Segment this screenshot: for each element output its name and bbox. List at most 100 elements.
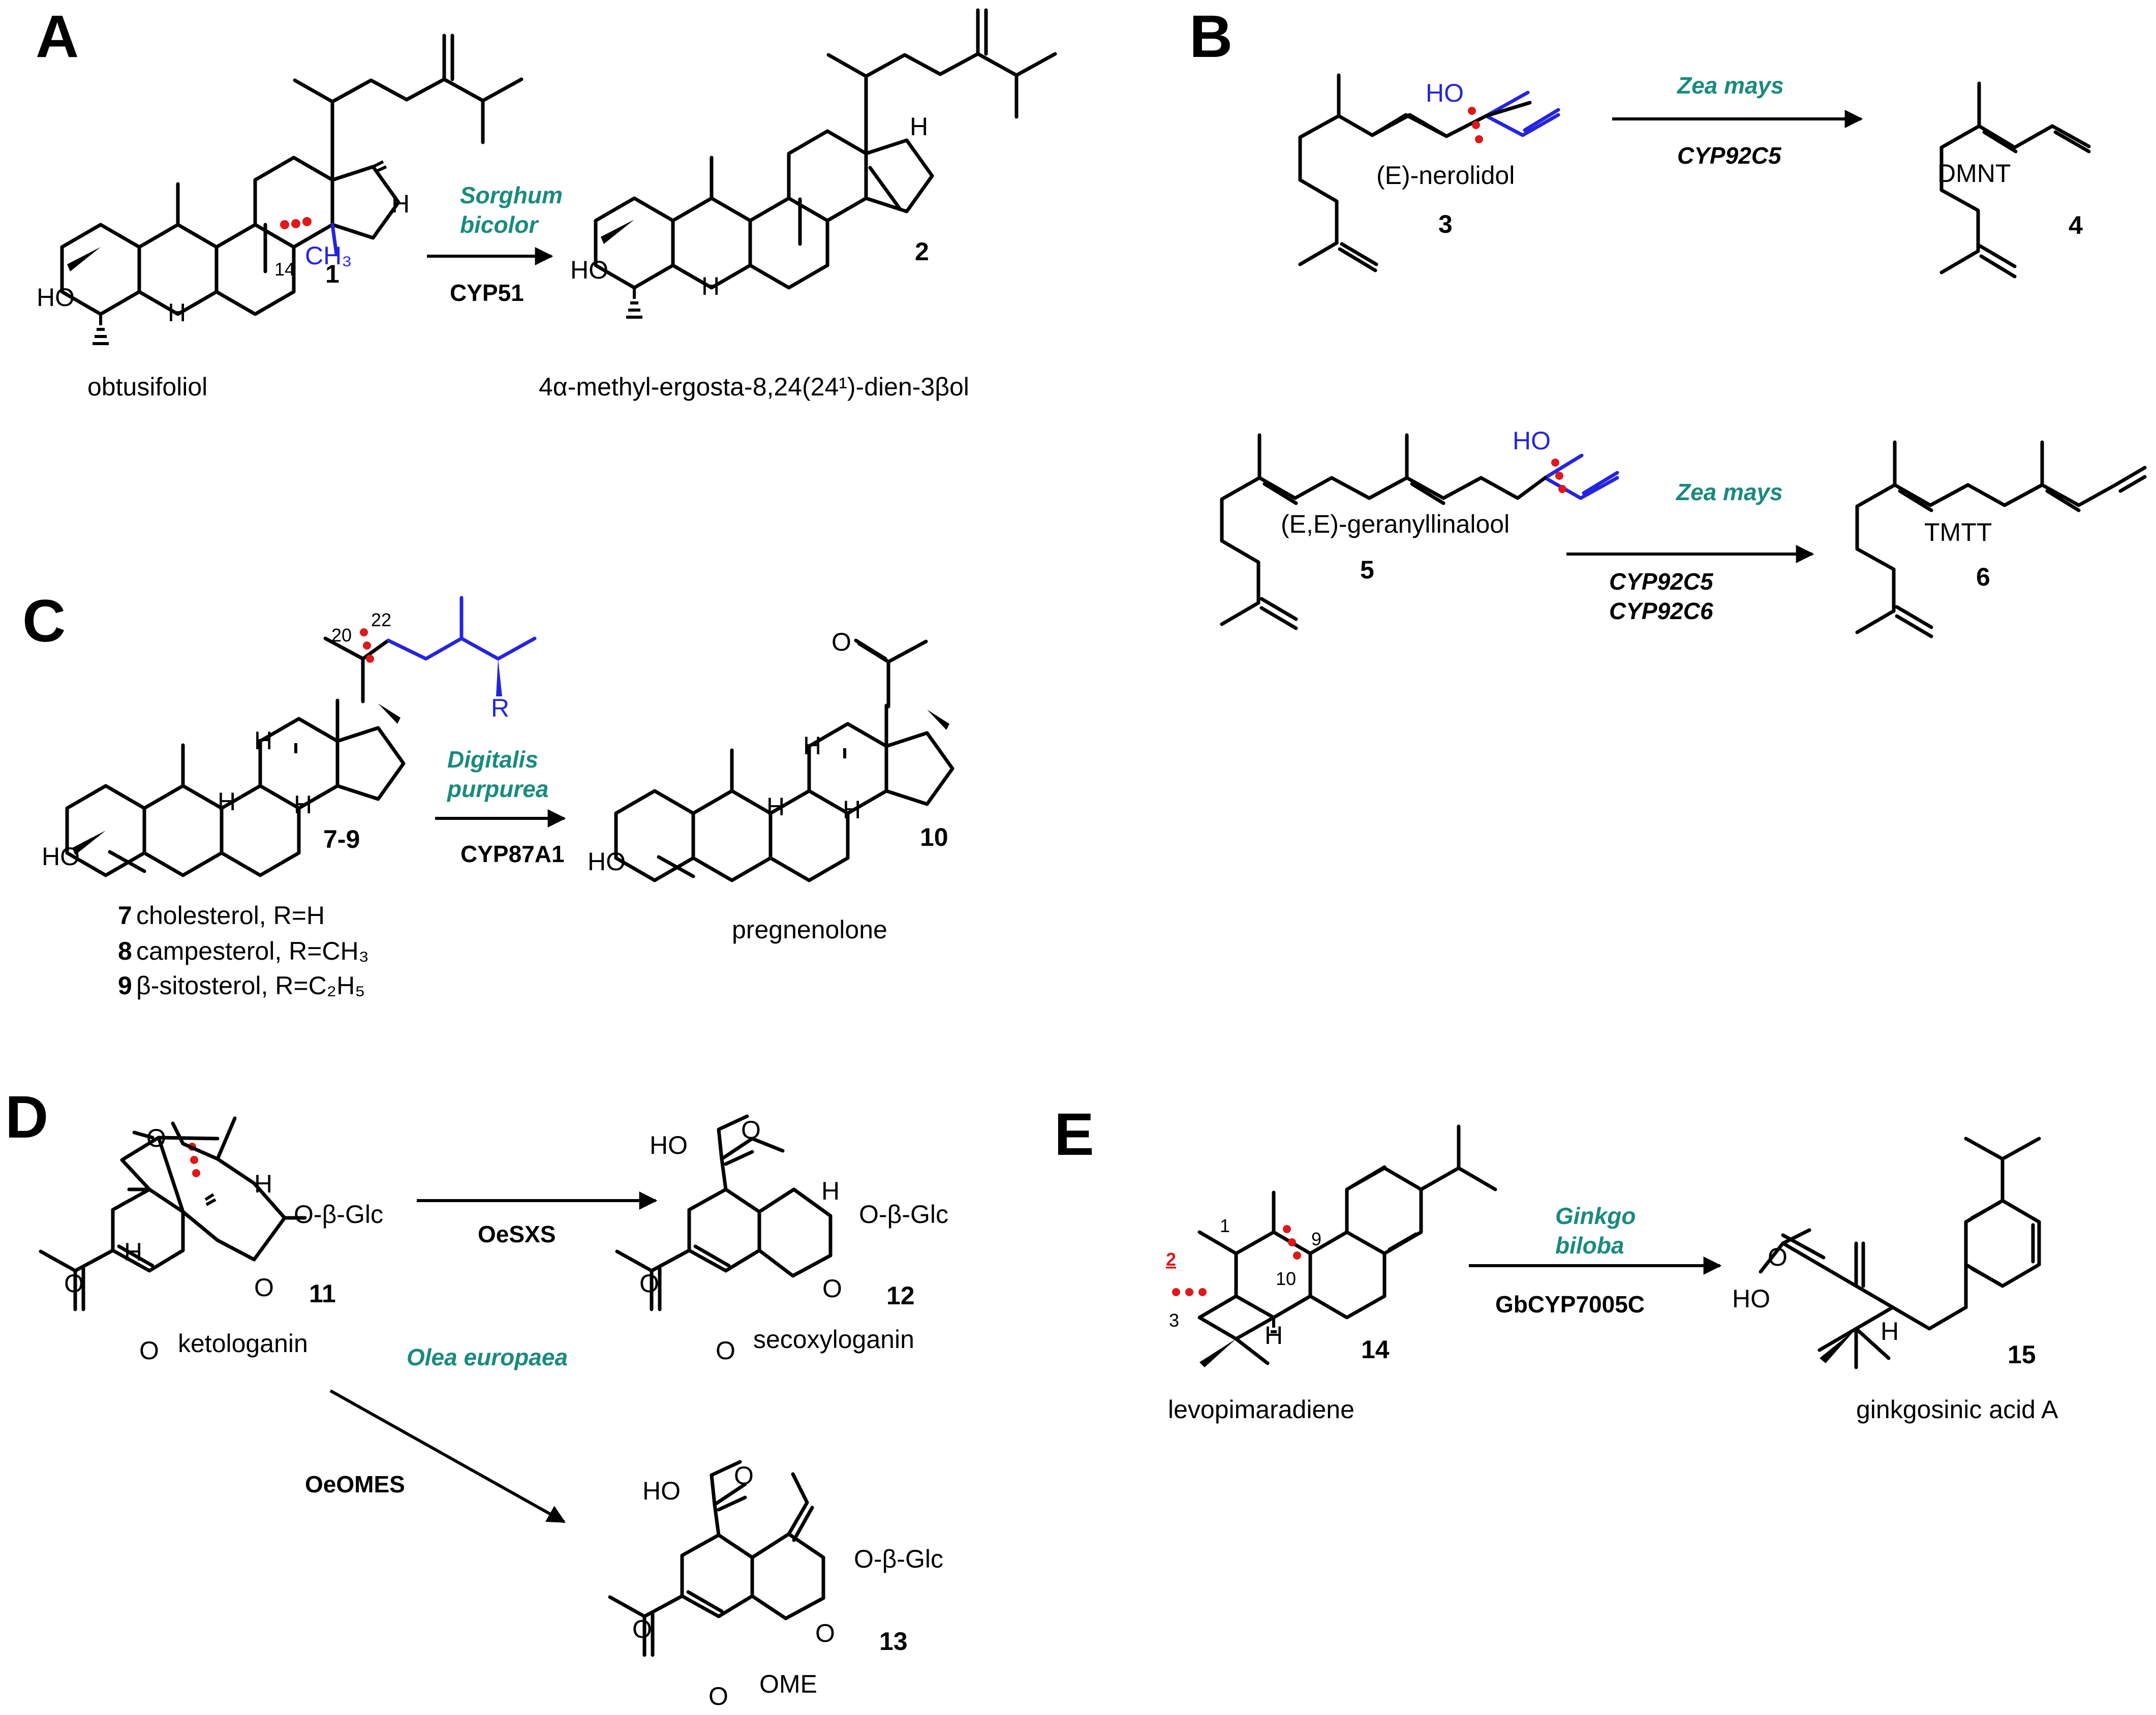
hydrogen-label-c1: H bbox=[218, 787, 236, 816]
structure-tmtt bbox=[1855, 440, 2147, 638]
compound-name-levopimaradiene: levopimaradiene bbox=[1168, 1395, 1354, 1424]
cleavage-dot-b4 bbox=[1551, 458, 1559, 467]
cleavage-dot-b1 bbox=[1468, 107, 1476, 115]
hydroxyl-label-d4: HO bbox=[642, 1477, 681, 1505]
hydrogen-label-a1: H bbox=[168, 298, 186, 327]
organism-label-e1: Ginkgo bbox=[1555, 1203, 1636, 1229]
compound-number-7: 7 bbox=[118, 901, 132, 930]
enzyme-label-gbcyp7005c: GbCYP7005C bbox=[1495, 1291, 1645, 1318]
structure-nerolidol bbox=[1298, 73, 1560, 272]
compound-number-2: 2 bbox=[915, 237, 929, 266]
cleavage-dot-d2 bbox=[190, 1156, 198, 1164]
position-20-label: 20 bbox=[331, 625, 352, 646]
panel-label-b: B bbox=[1189, 3, 1233, 70]
structure-sterol-7-9 bbox=[67, 596, 537, 875]
compound-number-8: 8 bbox=[118, 937, 132, 965]
hydroxyl-label-b1: HO bbox=[1426, 79, 1464, 107]
oxygen-label-e1: O bbox=[1768, 1243, 1788, 1271]
compound-name-ketologanin: ketologanin bbox=[178, 1329, 308, 1358]
compound-name-product-2: 4α-methyl-ergosta-8,24(24¹)-dien-3βol bbox=[539, 373, 969, 401]
enzyme-label-cyp92c5-b1: CYP92C5 bbox=[1677, 142, 1782, 169]
compound-number-11: 11 bbox=[309, 1279, 336, 1308]
structure-obtusifoliol bbox=[62, 34, 523, 345]
hydrogen-label-c6: H bbox=[843, 795, 861, 824]
organism-label-d: Olea europaea bbox=[407, 1344, 568, 1370]
substrate-text-cholesterol: cholesterol, R=H bbox=[136, 901, 325, 930]
position-3-label: 3 bbox=[1169, 1310, 1179, 1331]
oxygen-label-d2: O bbox=[254, 1273, 274, 1302]
compound-number-10: 10 bbox=[920, 823, 948, 851]
panel-e: E 1 2 3 9 10 H 14 levopimaradiene Ginkgo… bbox=[1054, 1101, 2058, 1424]
position-14-label: 14 bbox=[274, 259, 295, 280]
hydrogen-label-e1: H bbox=[1265, 1321, 1283, 1350]
cleavage-dot-e4 bbox=[1172, 1288, 1180, 1296]
oxygen-label-d5: O bbox=[741, 1116, 761, 1144]
cleavage-dot-c1 bbox=[360, 628, 368, 636]
organism-label-a2: bicolor bbox=[460, 211, 539, 238]
compound-name-secoxyloganin: secoxyloganin bbox=[753, 1325, 914, 1354]
structure-levopimaradiene bbox=[1197, 1124, 1497, 1367]
panel-b: B HO (E)-nerolidol 3 Zea mays CYP92C5 DM… bbox=[1189, 3, 2147, 638]
enzyme-label-oesxs: OeSXS bbox=[478, 1221, 556, 1247]
compound-number-1: 1 bbox=[325, 260, 340, 288]
oxygen-label-d10: O bbox=[815, 1619, 835, 1647]
structure-ginkgosinic-acid bbox=[1759, 1137, 2041, 1369]
oxygen-label-d1: O bbox=[146, 1124, 166, 1152]
hydrogen-label-c3: H bbox=[294, 790, 312, 819]
hydrogen-label-a4: H bbox=[910, 112, 928, 141]
compound-number-7-9: 7-9 bbox=[323, 825, 360, 853]
r-group-label: R bbox=[491, 694, 509, 722]
panel-a: A HO H H CH₃ 14 1 obtusifoliol Sor bbox=[36, 3, 1057, 401]
cleavage-dot-e6 bbox=[1198, 1288, 1207, 1296]
compound-name-obtusifoliol: obtusifoliol bbox=[87, 373, 207, 401]
cleavage-dot-b5 bbox=[1555, 472, 1563, 480]
compound-number-6: 6 bbox=[1976, 563, 1990, 591]
panel-label-e: E bbox=[1054, 1101, 1094, 1168]
organism-label-b2: Zea mays bbox=[1675, 479, 1783, 505]
position-2-label: 2 bbox=[1166, 1249, 1176, 1270]
cleavage-dot-e1 bbox=[1283, 1225, 1291, 1233]
hydroxyl-label-e: HO bbox=[1732, 1284, 1770, 1313]
structure-dmnt bbox=[1939, 81, 2091, 279]
hydrogen-label-a2: H bbox=[391, 190, 410, 218]
cleavage-dot-b6 bbox=[1558, 485, 1566, 493]
hydrogen-label-c4: H bbox=[766, 792, 785, 821]
hydrogen-label-a3: H bbox=[701, 272, 720, 300]
oxygen-label-d4: O bbox=[139, 1336, 159, 1365]
hydrogen-label-e2: H bbox=[1881, 1317, 1899, 1345]
compound-number-4: 4 bbox=[2069, 211, 2083, 239]
oxygen-label-d3: O bbox=[64, 1269, 84, 1298]
organism-label-b1: Zea mays bbox=[1676, 72, 1784, 99]
hydroxyl-label-c2: HO bbox=[588, 847, 626, 876]
glc-label-d3: O-β-Glc bbox=[854, 1545, 943, 1573]
organism-label-e2: biloba bbox=[1555, 1232, 1624, 1259]
cleavage-dot-c2 bbox=[363, 641, 371, 650]
panel-d: D O H H O-β-Glc O O O 11 ketologanin OeS… bbox=[5, 1084, 948, 1710]
cleavage-dot-c3 bbox=[366, 655, 374, 663]
enzyme-label-cyp92c5-b2: CYP92C5 bbox=[1609, 568, 1714, 595]
hydrogen-label-d3: H bbox=[821, 1177, 840, 1205]
methyl-label-a: CH₃ bbox=[305, 241, 352, 270]
structure-secoxyloganin bbox=[615, 1114, 833, 1311]
compound-name-geranyllinalool: (E,E)-geranyllinalool bbox=[1281, 510, 1510, 538]
structure-pregnenolone bbox=[616, 638, 952, 880]
hydroxyl-label-c1: HO bbox=[42, 842, 80, 871]
position-10-label: 10 bbox=[1276, 1268, 1296, 1289]
compound-name-tmtt: TMTT bbox=[1924, 518, 1992, 546]
compound-name-ginkgosinic-acid: ginkgosinic acid A bbox=[1856, 1395, 2058, 1424]
cleavage-dot-b2 bbox=[1472, 121, 1480, 129]
hydrogen-label-d2: H bbox=[124, 1238, 142, 1266]
enzyme-label-cyp92c6: CYP92C6 bbox=[1609, 598, 1713, 624]
hydroxyl-label-a1: HO bbox=[37, 283, 75, 312]
structure-product-2 bbox=[596, 8, 1057, 319]
compound-number-13: 13 bbox=[879, 1627, 908, 1656]
compound-number-15: 15 bbox=[2008, 1340, 2036, 1369]
oxygen-label-c: O bbox=[831, 628, 851, 656]
cleavage-dot-d3 bbox=[192, 1169, 200, 1177]
cleavage-dot-a2 bbox=[291, 219, 300, 228]
oxygen-label-d12: O bbox=[709, 1682, 728, 1710]
cleavage-dot-a3 bbox=[302, 217, 312, 226]
reaction-arrow-d2 bbox=[329, 1389, 566, 1523]
glc-label-d1: O-β-Glc bbox=[294, 1200, 383, 1229]
